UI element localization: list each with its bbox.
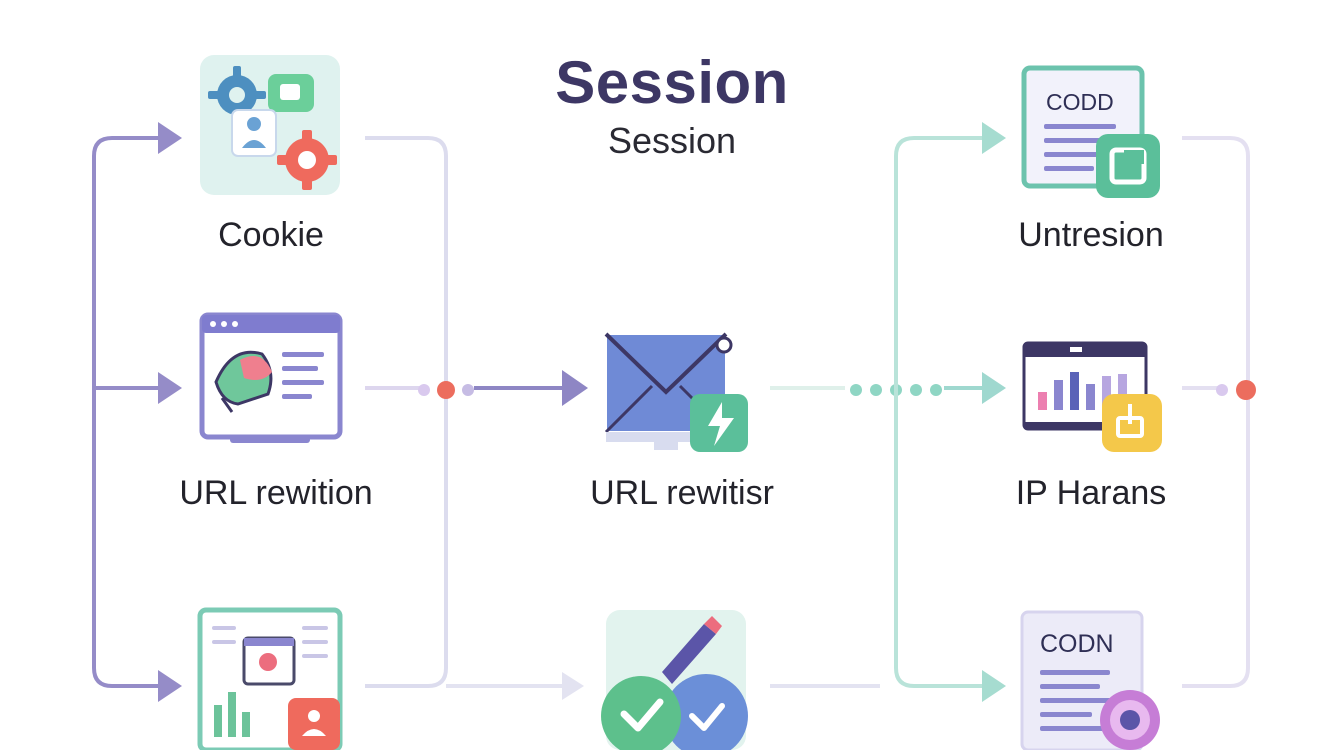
right-bracket-connector — [894, 122, 1006, 702]
arrow-to-cookie — [158, 122, 182, 154]
center-right-connector — [770, 372, 1006, 688]
arrow-to-center — [562, 370, 588, 406]
arrow-to-url-rewrite — [158, 372, 182, 404]
untresion-icon-text: CODD — [1046, 89, 1114, 115]
diagram-subtitle: Session — [607, 120, 737, 161]
left-bracket-connector — [92, 122, 182, 702]
node-label-cookie: Cookie — [218, 216, 324, 254]
browser-bar-chart-icon — [1022, 341, 1162, 452]
document-camera-chart-icon — [197, 607, 343, 750]
node-label-url-rewrite-left: URL rewition — [179, 474, 373, 512]
left-middle-bracket — [365, 136, 588, 700]
gears-user-icon — [200, 55, 340, 195]
node-label-center: URL rewitisr — [590, 474, 774, 512]
browser-hand-icon — [199, 312, 343, 443]
document-code-icon — [1021, 65, 1160, 198]
node-label-untresion: Untresion — [1018, 216, 1164, 254]
pen-check-badges-icon — [601, 610, 748, 750]
monitor-envelope-bolt-icon — [604, 332, 748, 452]
arrow-to-bottom-left — [158, 670, 182, 702]
junction-dot — [437, 381, 455, 399]
node-label-ip-harans: IP Harans — [1015, 474, 1167, 512]
arrow-to-bottom-right — [982, 670, 1006, 702]
bottom-right-icon-text: CODN — [1040, 630, 1114, 658]
arrow-to-untresion — [982, 122, 1006, 154]
far-right-bracket — [1182, 136, 1256, 688]
diagram-title: Session — [555, 49, 789, 116]
document-record-icon — [1020, 610, 1160, 750]
